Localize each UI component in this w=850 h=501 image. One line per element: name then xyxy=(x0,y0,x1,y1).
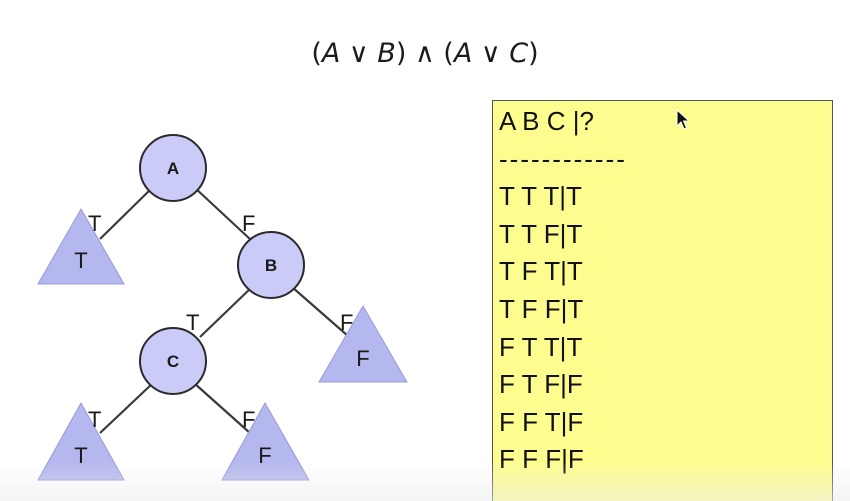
edge-label-c-true: T xyxy=(88,407,101,432)
edge-label-a-true: T xyxy=(88,211,101,236)
node-b-label: B xyxy=(265,256,277,275)
truth-table-row: F F F|F xyxy=(499,444,584,475)
leaf-label-b-false: F xyxy=(356,346,369,371)
node-c-label: C xyxy=(167,352,179,371)
leaf-triangle-c-false xyxy=(221,401,310,481)
formula-or-1: ∨ xyxy=(340,38,378,69)
node-a-label: A xyxy=(167,159,179,178)
truth-table-row: F T T|T xyxy=(499,331,583,362)
leaf-triangle-c-true xyxy=(37,401,125,481)
edge-c-true xyxy=(99,382,154,434)
truth-table-panel: A B C |? ------------ T T T|T T T F|T T … xyxy=(492,100,833,501)
formula-var-a-1: A xyxy=(321,38,341,69)
node-c-circle xyxy=(139,327,207,395)
formula-var-b: B xyxy=(377,38,396,69)
mouse-pointer-icon xyxy=(676,109,691,130)
edge-c-false xyxy=(193,382,251,434)
boolean-formula: (A ∨ B) ∧ (A ∨ C) xyxy=(0,38,850,69)
truth-table-row: T T F|T xyxy=(499,218,583,249)
leaf-triangle-b-false xyxy=(318,305,408,383)
edge-a-false xyxy=(193,186,252,241)
formula-close-paren-1: ) xyxy=(395,38,407,69)
formula-open-paren-1: ( xyxy=(311,38,322,69)
leaf-label-c-false: F xyxy=(258,443,271,468)
decision-tree: T F T F T F A B C T F T F xyxy=(37,134,408,481)
leaf-label-a-true: T xyxy=(74,248,87,273)
formula-and: ∧ xyxy=(406,38,444,69)
edge-label-b-false: F xyxy=(340,310,353,335)
edge-a-true xyxy=(99,186,154,240)
leaf-label-c-true: T xyxy=(74,443,87,468)
node-a-circle xyxy=(139,134,207,202)
formula-or-2: ∨ xyxy=(472,38,510,69)
truth-table-row: T F T|T xyxy=(499,256,583,287)
truth-table-row: F T F|F xyxy=(499,369,583,400)
truth-table-row: T F F|T xyxy=(499,293,584,324)
edge-b-true xyxy=(199,286,253,338)
formula-var-c: C xyxy=(509,38,529,69)
formula-close-paren-2: ) xyxy=(528,38,539,69)
leaf-triangle-a-true xyxy=(37,207,125,285)
node-b-circle xyxy=(237,231,305,299)
truth-table-row: F F T|F xyxy=(499,406,584,437)
edge-label-b-true: T xyxy=(186,310,199,335)
formula-open-paren-2: ( xyxy=(443,38,454,69)
formula-var-a-2: A xyxy=(453,38,473,69)
truth-table-row: T T T|T xyxy=(499,181,582,212)
truth-table-separator: ------------ xyxy=(499,143,627,174)
truth-table-header: A B C |? xyxy=(499,106,594,136)
edge-label-c-false: F xyxy=(242,407,255,432)
edge-label-a-false: F xyxy=(242,211,255,236)
edge-b-false xyxy=(291,286,349,337)
